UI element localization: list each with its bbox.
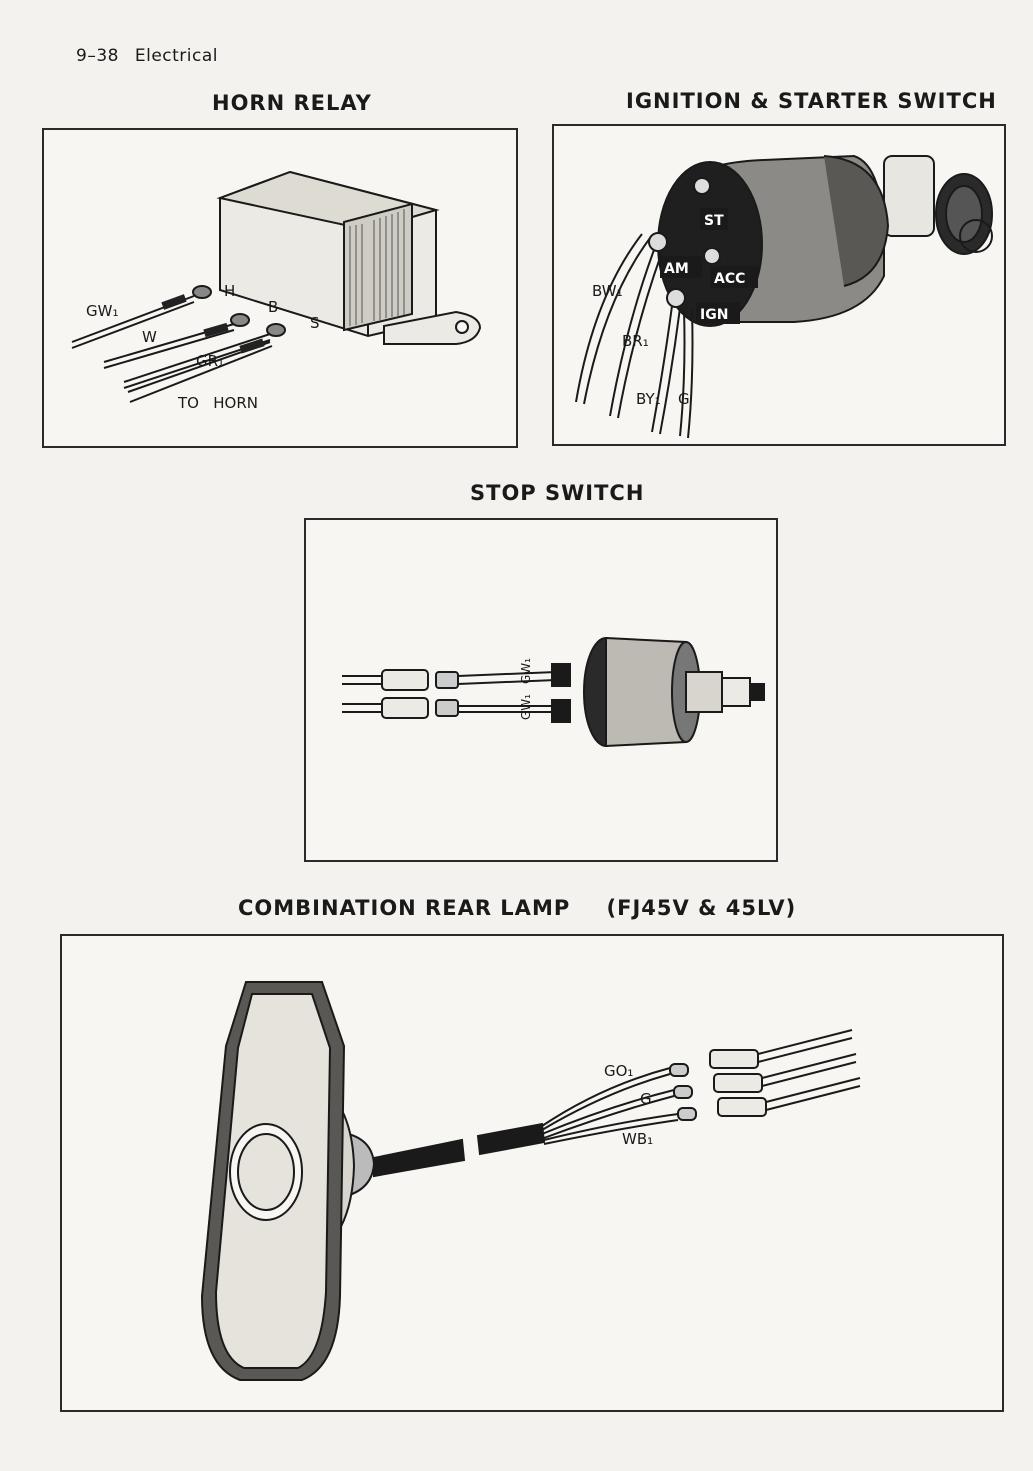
horn-relay-title: HORN RELAY bbox=[212, 91, 372, 115]
wire-top-gw1-label: GW₁ bbox=[519, 658, 533, 684]
wire-wb1-label: WB₁ bbox=[622, 1130, 653, 1148]
rear-lamp-housing bbox=[200, 981, 376, 1381]
section-name: Electrical bbox=[134, 46, 218, 66]
horn-relay-terminal-sleeves bbox=[161, 294, 265, 354]
rear-lamp-harness bbox=[757, 1029, 861, 1111]
wire-by1-label: BY₁ bbox=[636, 390, 661, 408]
stop-switch-diagram: GW₁ GW₁ bbox=[342, 636, 765, 748]
terminal-st-label: ST bbox=[704, 213, 724, 229]
ignition-switch-panel: ST AM ACC IGN BW₁ BR₁ BY₁ G bbox=[552, 124, 1006, 446]
stop-switch-wires bbox=[457, 663, 571, 723]
rear-lamp-connectors bbox=[709, 1049, 767, 1117]
wire-g-label: G bbox=[678, 390, 690, 408]
stop-switch-body bbox=[583, 636, 765, 748]
wire-g-label: G bbox=[640, 1090, 652, 1108]
ignition-wires bbox=[575, 233, 694, 439]
rear-lamp-cable bbox=[373, 1122, 546, 1178]
stop-switch-panel: GW₁ GW₁ bbox=[304, 518, 778, 862]
wire-w-label: W bbox=[142, 328, 157, 346]
terminal-screws bbox=[192, 285, 286, 337]
rear-lamp-model: (FJ45V & 45LV) bbox=[606, 896, 797, 920]
wire-br1-label: BR₁ bbox=[622, 332, 649, 350]
page-header: 9–38 Electrical bbox=[76, 46, 218, 66]
page-number: 9–38 bbox=[76, 46, 119, 66]
terminal-ign-label: IGN bbox=[700, 307, 728, 323]
rear-lamp-panel: GO₁ G WB₁ bbox=[60, 934, 1004, 1412]
terminal-b-label: B bbox=[268, 298, 278, 316]
wire-bw1-label: BW₁ bbox=[592, 282, 623, 300]
horn-relay-body bbox=[216, 170, 482, 345]
stop-switch-title: STOP SWITCH bbox=[470, 481, 645, 505]
terminal-acc-label: ACC bbox=[714, 271, 745, 287]
wire-gr1-label: GR₁ bbox=[196, 352, 224, 370]
rear-lamp-wires bbox=[541, 1067, 679, 1145]
ignition-terminal-tags bbox=[660, 208, 758, 324]
rear-lamp-diagram: GO₁ G WB₁ bbox=[200, 981, 861, 1381]
ignition-key bbox=[883, 155, 993, 255]
ignition-terminal-screws bbox=[648, 177, 721, 308]
wire-gw1-label: GW₁ bbox=[86, 302, 118, 320]
wire-go1-label: GO₁ bbox=[604, 1062, 633, 1080]
terminal-am-label: AM bbox=[664, 261, 689, 277]
ignition-switch-diagram: ST AM ACC IGN BW₁ BR₁ BY₁ G bbox=[575, 154, 993, 439]
terminal-s-label: S bbox=[310, 314, 320, 332]
horn-relay-diagram: H B S GW₁ W GR₁ TO HORN bbox=[71, 170, 482, 412]
ignition-switch-body bbox=[657, 154, 890, 327]
terminal-h-label: H bbox=[224, 282, 235, 300]
to-horn-label: TO HORN bbox=[177, 394, 258, 412]
horn-relay-panel: H B S GW₁ W GR₁ TO HORN bbox=[42, 128, 518, 448]
ignition-switch-title: IGNITION & STARTER SWITCH bbox=[626, 89, 997, 113]
stop-switch-connectors bbox=[342, 669, 459, 719]
rear-lamp-title-text: COMBINATION REAR LAMP bbox=[238, 896, 571, 920]
wire-bottom-gw1-label: GW₁ bbox=[519, 694, 533, 720]
rear-lamp-title: COMBINATION REAR LAMP (FJ45V & 45LV) bbox=[238, 896, 796, 920]
rear-lamp-bullets bbox=[669, 1063, 697, 1121]
